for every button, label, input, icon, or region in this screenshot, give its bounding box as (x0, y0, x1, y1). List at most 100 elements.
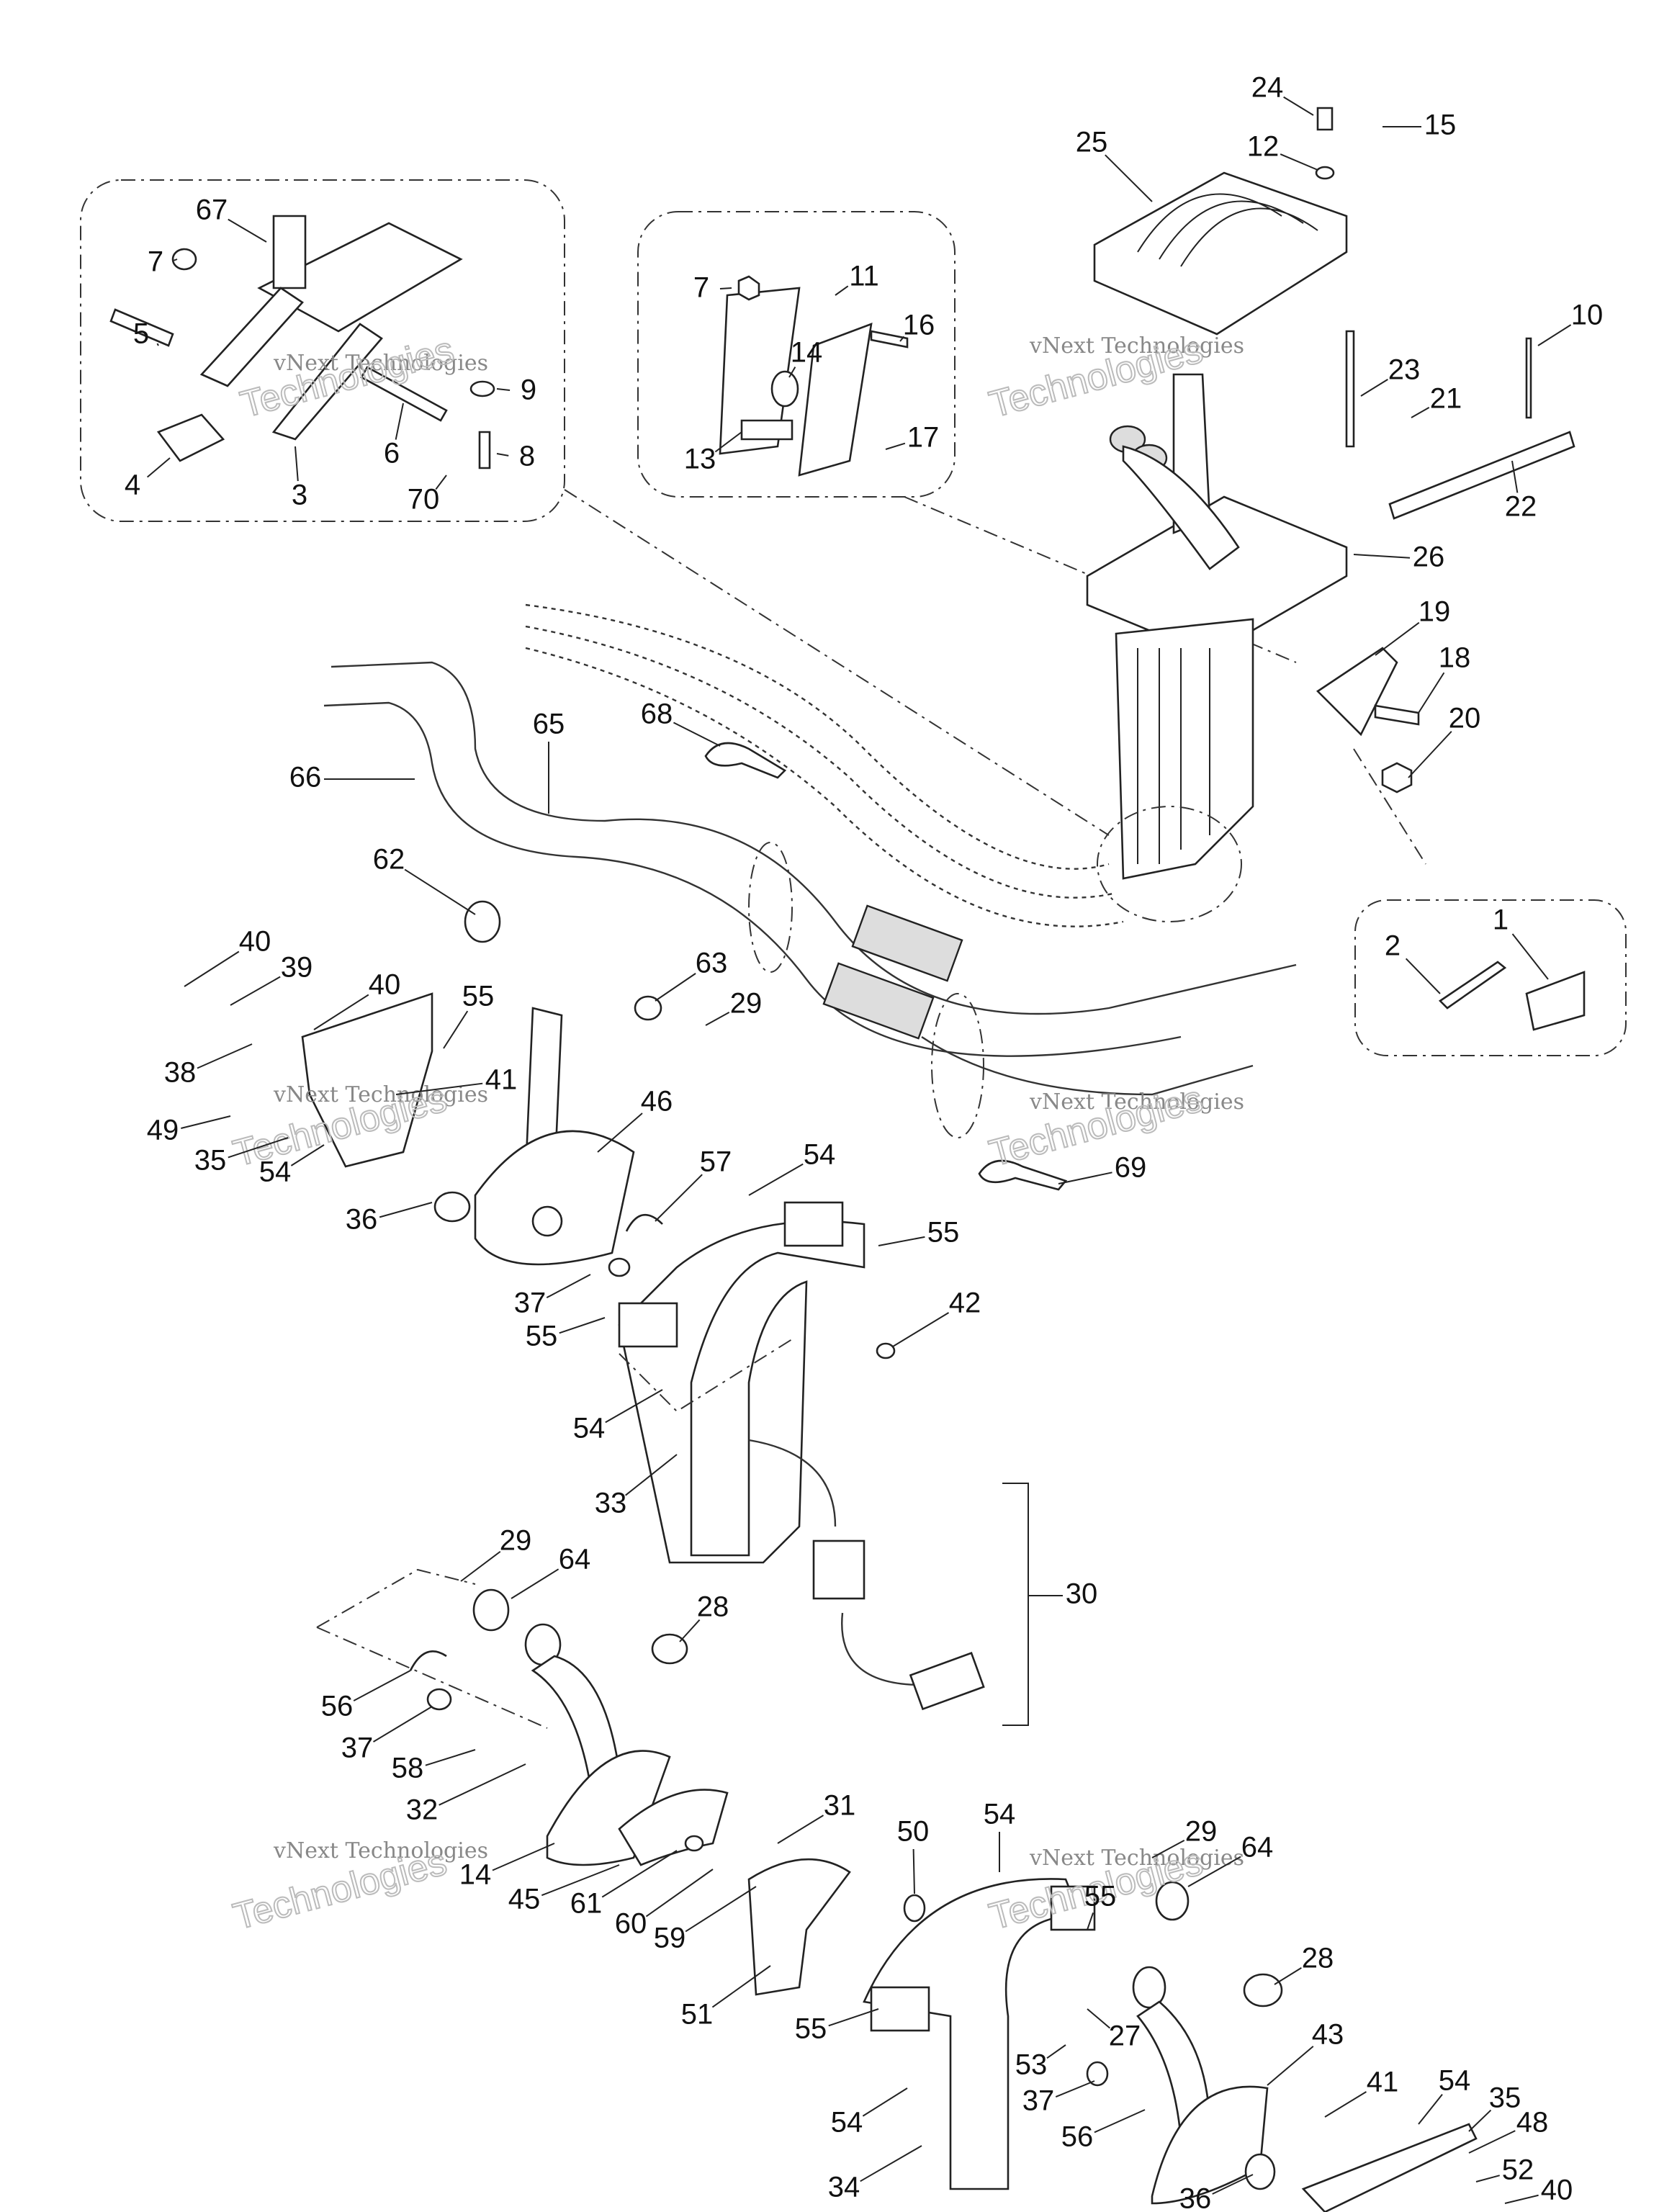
cables-65-66 (323, 603, 1297, 1138)
leader-line (511, 1568, 559, 1599)
callout-65: 65 (533, 709, 565, 740)
screw-8 (478, 431, 491, 469)
leader-line (373, 1706, 433, 1743)
callout-25: 25 (1076, 127, 1108, 158)
callout-17: 17 (907, 422, 940, 454)
leader-line (146, 457, 171, 478)
callout-18: 18 (1439, 642, 1471, 674)
leader-line (885, 442, 906, 450)
callout-37: 37 (1022, 2085, 1055, 2117)
callout-16: 16 (903, 310, 935, 341)
callout-2: 2 (1385, 930, 1401, 962)
leader-line (655, 1174, 703, 1222)
callout-26: 26 (1413, 541, 1445, 573)
callout-23: 23 (1388, 354, 1421, 386)
callout-64: 64 (1241, 1832, 1274, 1863)
leader-line (835, 285, 849, 296)
callout-54: 54 (804, 1139, 836, 1171)
callout-66: 66 (289, 762, 322, 793)
leader-line (1504, 2194, 1539, 2204)
leader-line (1151, 1839, 1185, 1858)
leader-line (174, 258, 178, 261)
leader-line (395, 1082, 483, 1095)
leader-line (435, 475, 447, 490)
callout-4: 4 (125, 469, 140, 501)
group-bracket-30 (1002, 1483, 1029, 1726)
callout-5: 5 (133, 318, 149, 350)
callout-3: 3 (292, 480, 307, 511)
leader-line (1094, 2109, 1146, 2134)
spacer-14 (770, 370, 799, 408)
callout-29: 29 (500, 1525, 532, 1557)
bolt-6 (360, 366, 448, 422)
plate-11a (719, 287, 801, 455)
callout-61: 61 (570, 1888, 603, 1920)
callout-37: 37 (514, 1287, 547, 1319)
bolt-16 (870, 330, 909, 349)
bushing-62 (464, 900, 501, 943)
nut-7b (737, 275, 760, 301)
bar-22 (1388, 431, 1575, 520)
callout-56: 56 (1061, 2121, 1094, 2153)
leader-line (892, 1312, 950, 1347)
plug-42 (876, 1342, 896, 1359)
block-13 (740, 419, 793, 441)
leader-line (1105, 154, 1153, 202)
callout-32: 32 (406, 1794, 439, 1826)
leader-line (1360, 378, 1388, 397)
callout-54: 54 (831, 2107, 863, 2139)
callout-27: 27 (1109, 2020, 1141, 2052)
callout-45: 45 (508, 1884, 541, 1915)
callout-36: 36 (1179, 2183, 1212, 2212)
callout-30: 30 (1066, 1578, 1098, 1610)
svg-text:vNext Technologies: vNext Technologies (1029, 1089, 1244, 1115)
leader-line (1418, 672, 1445, 714)
callout-7: 7 (148, 246, 163, 278)
screw-23 (1345, 330, 1355, 448)
ring-37-upper (608, 1257, 631, 1277)
leader-line (748, 1163, 804, 1196)
callout-49: 49 (147, 1115, 179, 1146)
leader-line (1475, 2175, 1500, 2182)
leader-line (1468, 2130, 1516, 2154)
leader-line (313, 994, 369, 1030)
leader-line (496, 453, 509, 457)
cover-61 (618, 1789, 729, 1866)
leader-line (184, 950, 240, 987)
leader-line (541, 1864, 620, 1897)
svg-text:vNext Technologies: vNext Technologies (273, 1082, 488, 1107)
callout-13: 13 (684, 444, 716, 475)
svg-text:vNext Technologies: vNext Technologies (1029, 1845, 1244, 1871)
lever-plate-46 (474, 1130, 635, 1266)
leader-line (828, 2008, 879, 2027)
callout-50: 50 (897, 1816, 930, 1848)
callout-51: 51 (681, 1999, 714, 2031)
callout-60: 60 (615, 1908, 647, 1940)
callout-46: 46 (641, 1086, 673, 1118)
callout-29: 29 (730, 988, 763, 1020)
callout-38: 38 (164, 1057, 197, 1089)
leader-line (228, 218, 267, 243)
callout-55: 55 (1084, 1881, 1117, 1912)
callout-68: 68 (641, 698, 673, 730)
leader-line (1087, 2008, 1111, 2029)
callout-40: 40 (239, 926, 271, 958)
plug-50 (903, 1894, 926, 1923)
callout-54: 54 (1439, 2065, 1471, 2097)
leader-line (1280, 153, 1318, 171)
pin-2 (1438, 961, 1507, 1010)
lever-plate-43 (1151, 2085, 1269, 2205)
callout-48: 48 (1516, 2107, 1549, 2139)
callout-34: 34 (828, 2172, 860, 2203)
callout-9: 9 (521, 374, 536, 406)
channel-67 (272, 215, 307, 289)
callout-36: 36 (346, 1204, 378, 1236)
leader-line (1324, 2091, 1367, 2118)
callout-63: 63 (696, 948, 728, 979)
callout-54: 54 (573, 1413, 606, 1444)
callout-14: 14 (791, 337, 823, 369)
leader-line (685, 1886, 757, 1933)
plate-35-upper (301, 992, 433, 1168)
callout-67: 67 (196, 194, 228, 226)
